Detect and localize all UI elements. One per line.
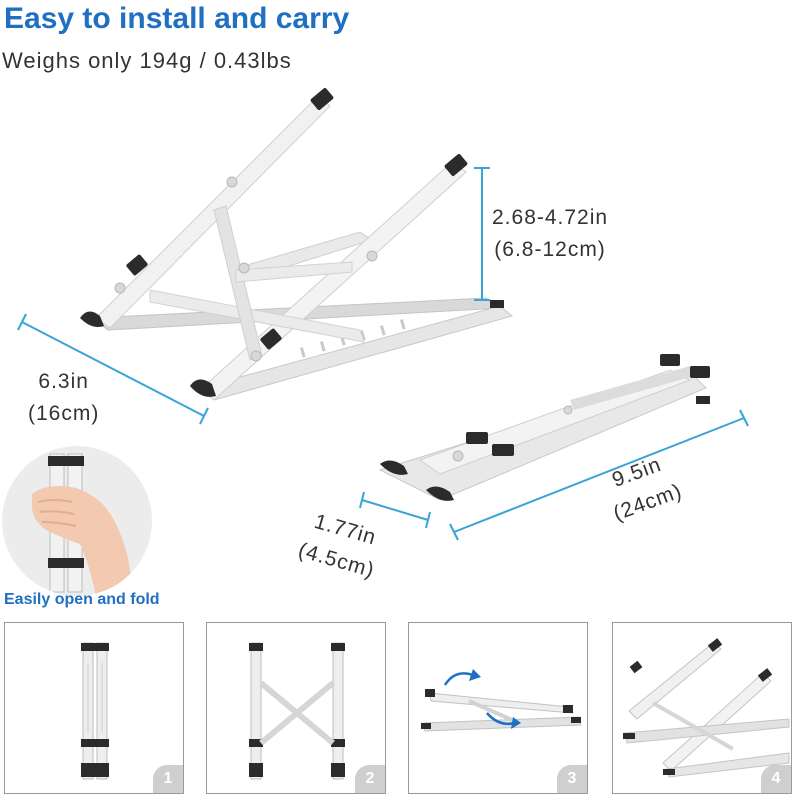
thickness-dimension-line [359, 491, 431, 529]
depth-label: 6.3in (16cm) [28, 366, 99, 430]
hand-holding-image [2, 446, 152, 596]
step-1-folded-stand [81, 642, 109, 780]
slide-arrowhead-icon [511, 717, 521, 729]
step-3-lifting-stand [421, 669, 582, 732]
depth-dimension-line [17, 313, 209, 425]
height-inches: 2.68-4.72in [492, 206, 609, 229]
folded-stand [378, 354, 710, 501]
length-dimension-line [449, 409, 749, 541]
open-stand [80, 88, 514, 401]
open-fold-label: Easily open and fold [4, 591, 160, 608]
stand-illustration [17, 88, 749, 541]
depth-inches: 6.3in [38, 370, 89, 393]
step-panel-4: 4 [612, 622, 792, 794]
lift-arrowhead-icon [469, 669, 481, 681]
weight-subtitle: Weighs only 194g / 0.43lbs [2, 48, 292, 73]
step-number-2: 2 [355, 765, 385, 793]
step-number-4: 4 [761, 765, 791, 793]
step-number-1: 1 [153, 765, 183, 793]
page-title: Easy to install and carry [4, 2, 350, 35]
lift-arrow-icon [443, 672, 474, 686]
height-dimension-line [474, 167, 490, 301]
height-centimeters: (6.8-12cm) [494, 238, 606, 261]
step-2-unfolded-stand [249, 642, 345, 780]
step-panel-2: 2 [206, 622, 386, 794]
step-panel-1: 1 [4, 622, 184, 794]
depth-centimeters: (16cm) [28, 402, 100, 425]
step-panel-3: 3 [408, 622, 588, 794]
hand-illustration [32, 453, 134, 596]
step-number-3: 3 [557, 765, 587, 793]
height-label: 2.68-4.72in (6.8-12cm) [492, 202, 608, 266]
step-4-open-stand [623, 638, 790, 778]
